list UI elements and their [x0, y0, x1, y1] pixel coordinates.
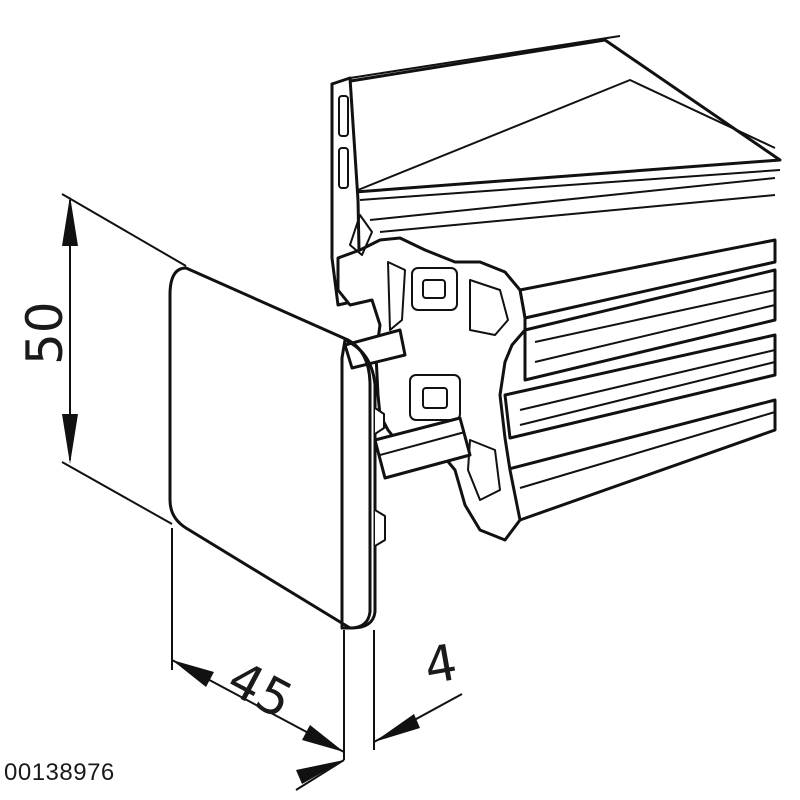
part-number: 00138976	[4, 759, 115, 786]
end-cap	[168, 266, 386, 630]
height-label: 50	[16, 301, 74, 365]
aluminium-profile	[330, 35, 782, 542]
height-dimension: 50	[16, 193, 187, 525]
thickness-label: 4	[420, 633, 461, 696]
thickness-dimension: 4	[295, 630, 463, 791]
width-dimension: 45	[171, 528, 345, 760]
width-label: 45	[218, 649, 301, 730]
